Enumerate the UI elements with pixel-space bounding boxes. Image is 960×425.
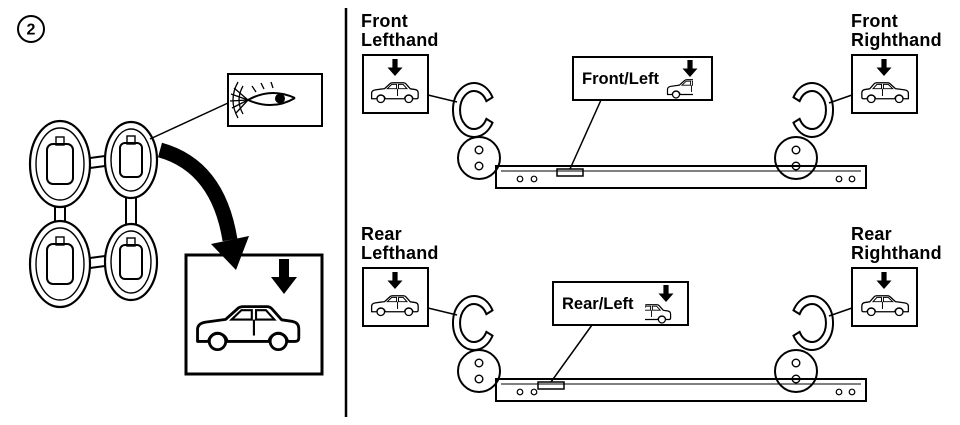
retainer-rail-rear [495, 378, 867, 402]
callout-front-left-label: Front/Left [582, 70, 659, 88]
down-arrow-icon [271, 259, 297, 294]
down-arrow-icon [876, 59, 892, 76]
down-arrow-icon [682, 60, 698, 77]
parts-sprue [28, 119, 159, 309]
label-front-righthand-line2: Righthand [851, 30, 942, 50]
sprue-part [28, 219, 92, 309]
clip-ring [792, 82, 835, 138]
callout-box-front-left: Front/Left [572, 56, 713, 101]
clip-ring [451, 82, 494, 138]
install-direction-box [184, 253, 324, 376]
position-box-front-righthand [851, 54, 918, 114]
front-connector-lines [427, 94, 853, 170]
figure-number: 2 [27, 22, 36, 39]
down-arrow-icon [387, 272, 403, 289]
end-bracket [457, 349, 501, 393]
install-direction-arrow [157, 142, 249, 270]
view-callout-line [149, 102, 229, 140]
label-front-lefthand-line1: Front [361, 11, 408, 31]
sprue-part [103, 222, 159, 302]
car-front-half-icon [666, 79, 693, 99]
down-arrow-icon [876, 272, 892, 289]
label-rear-righthand-line1: Rear [851, 224, 892, 244]
label-marker [537, 381, 565, 390]
clip-ring [451, 295, 494, 351]
label-marker [556, 168, 584, 177]
label-rear-righthand-line2: Righthand [851, 243, 942, 263]
callout-rear-left-label: Rear/Left [562, 295, 634, 313]
end-bracket [774, 349, 818, 393]
position-box-rear-righthand [851, 267, 918, 327]
car-side-icon [370, 295, 419, 317]
car-side-icon [196, 305, 301, 352]
car-rear-half-icon [645, 304, 672, 324]
label-front-righthand-line1: Front [851, 11, 898, 31]
car-side-icon [861, 295, 910, 317]
end-bracket [457, 136, 501, 180]
eye-icon [229, 81, 296, 119]
car-side-icon [370, 82, 419, 104]
position-box-front-lefthand [362, 54, 429, 114]
sprue-part [28, 119, 92, 209]
view-direction-box [227, 73, 323, 127]
sprue-part [103, 120, 159, 200]
figure-number-badge: 2 [17, 15, 45, 43]
rear-connector-lines [427, 307, 853, 383]
clip-ring [792, 295, 835, 351]
label-rear-lefthand-line1: Rear [361, 224, 402, 244]
down-arrow-icon [658, 285, 674, 302]
car-side-icon [861, 82, 910, 104]
callout-box-rear-left: Rear/Left [552, 281, 689, 326]
down-arrow-icon [387, 59, 403, 76]
retainer-rail-front [495, 165, 867, 189]
sprue-runner [54, 155, 137, 269]
label-rear-lefthand-line2: Lefthand [361, 243, 439, 263]
end-bracket [774, 136, 818, 180]
position-box-rear-lefthand [362, 267, 429, 327]
label-front-lefthand-line2: Lefthand [361, 30, 439, 50]
